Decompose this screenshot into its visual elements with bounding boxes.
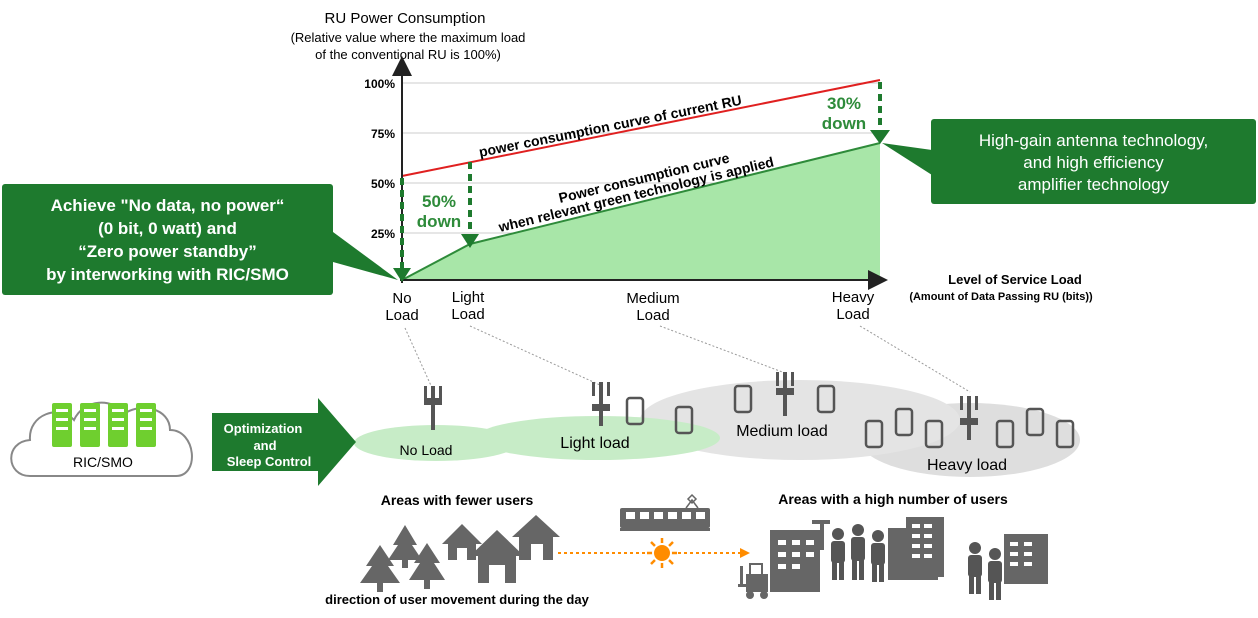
red-curve (401, 79, 881, 177)
x-axis-title: Level of Service Load (948, 272, 1082, 287)
house-icon (442, 515, 560, 583)
x-label-no-1: No (392, 290, 411, 307)
callout-left-line-3: “Zero power standby” (78, 242, 257, 261)
connector-medium (659, 325, 786, 374)
forklift-icon (738, 563, 768, 599)
movement-arrowhead (740, 548, 750, 558)
x-axis-subtitle: (Amount of Data Passing RU (bits)) (909, 291, 1093, 303)
phone-icon (1055, 419, 1075, 449)
phone-icon (733, 384, 753, 414)
x-label-medium-1: Medium (626, 290, 679, 307)
annot-30-down: down (822, 114, 866, 133)
areas-high-label: Areas with a high number of users (778, 491, 1008, 507)
callout-left: Achieve "No data, no power“ (0 bit, 0 wa… (2, 184, 333, 295)
phone-icon (894, 407, 914, 437)
zone-light-label: Light load (560, 435, 629, 452)
connector-no (404, 327, 434, 391)
annot-30: 30% (827, 94, 861, 113)
areas-fewer-label: Areas with fewer users (381, 492, 534, 508)
zone-heavy-label: Heavy load (927, 457, 1007, 474)
callout-right-line-1: High-gain antenna technology, (978, 131, 1209, 150)
optimization-arrow (212, 398, 356, 486)
phone-icon (816, 384, 836, 414)
zone-no-load (354, 425, 518, 461)
arrowhead-no-load (393, 268, 411, 282)
antenna-icon (424, 386, 442, 430)
callout-left-line-4: by interworking with RIC/SMO (46, 265, 289, 284)
zone-no-load-label: No Load (400, 442, 453, 458)
direction-label: direction of user movement during the da… (325, 592, 589, 607)
zone-medium-label: Medium load (736, 423, 828, 440)
x-label-light-2: Load (451, 306, 484, 323)
sun-icon (647, 538, 677, 568)
phone-icon (674, 405, 694, 435)
callout-left-pointer (333, 232, 398, 280)
x-label-medium-2: Load (636, 307, 669, 324)
arrow-label-3: Sleep Control (227, 454, 312, 469)
phone-icon (625, 396, 645, 426)
y-tick-25: 25% (371, 227, 395, 241)
train-icon (620, 493, 710, 531)
x-label-heavy-1: Heavy (832, 289, 875, 306)
arrowhead-light-load (461, 234, 479, 248)
server-icons (52, 403, 156, 447)
x-label-no-2: Load (385, 307, 418, 324)
phone-icon (1025, 407, 1045, 437)
antenna-icon (960, 396, 978, 440)
arrow-label-1: Optimization (224, 421, 303, 436)
chart-subtitle-1: (Relative value where the maximum load (291, 30, 526, 45)
zone-medium (640, 380, 960, 460)
tree-icon (360, 525, 445, 592)
connector-light (469, 325, 601, 386)
antenna-icon (592, 382, 610, 426)
arrow-label-2: and (253, 438, 276, 453)
y-tick-100: 100% (364, 77, 395, 91)
green-area (402, 143, 880, 280)
callout-right-line-3: amplifier technology (1017, 175, 1170, 194)
phone-icon (924, 419, 944, 449)
annot-50-down: down (417, 212, 461, 231)
callout-left-line-1: Achieve "No data, no power“ (50, 196, 285, 215)
callout-right: High-gain antenna technology, and high e… (931, 119, 1256, 204)
chart-title: RU Power Consumption (325, 10, 486, 27)
x-label-light-1: Light (452, 289, 485, 306)
phone-icon (864, 419, 884, 449)
current-curve-label: power consumption curve of current RU (477, 92, 743, 160)
y-tick-75: 75% (371, 127, 395, 141)
callout-right-line-2: and high efficiency (1023, 153, 1164, 172)
zone-light (476, 416, 720, 460)
phone-icon (995, 419, 1015, 449)
ric-smo-label: RIC/SMO (73, 454, 133, 470)
y-tick-50: 50% (371, 177, 395, 191)
annot-50: 50% (422, 192, 456, 211)
chart-subtitle-2: of the conventional RU is 100%) (315, 47, 501, 62)
callout-right-pointer (882, 143, 932, 175)
callout-left-line-2: (0 bit, 0 watt) and (98, 219, 237, 238)
arrowhead-heavy-load (870, 130, 890, 144)
antenna-icon (776, 372, 794, 416)
connector-heavy (859, 325, 971, 393)
people-icon (831, 524, 1002, 600)
x-label-heavy-2: Load (836, 306, 869, 323)
